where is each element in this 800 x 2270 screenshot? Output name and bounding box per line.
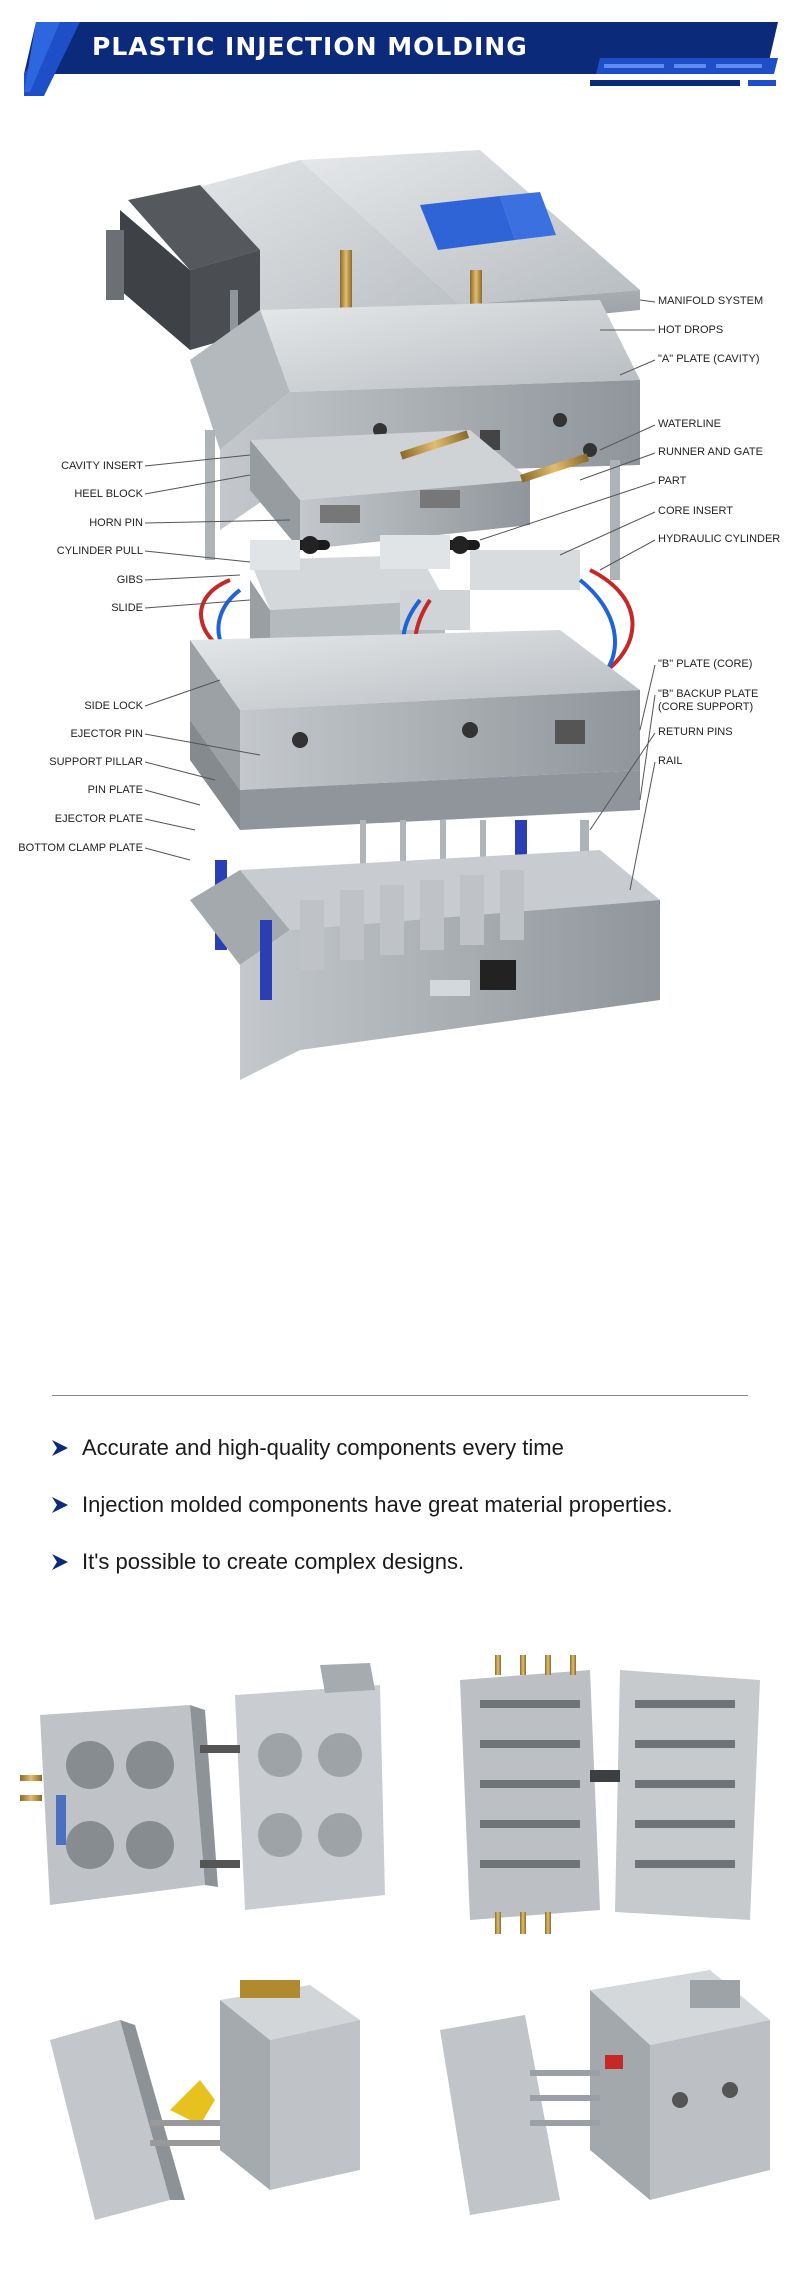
feature-list: Accurate and high-quality components eve… xyxy=(52,1435,772,1606)
page-title: PLASTIC INJECTION MOLDING xyxy=(92,32,528,61)
label-return-pins: RETURN PINS xyxy=(658,726,733,738)
label-part: PART xyxy=(658,475,687,487)
feature-item: Accurate and high-quality components eve… xyxy=(52,1435,772,1492)
label-rail: RAIL xyxy=(658,755,683,767)
label-waterline: WATERLINE xyxy=(658,418,721,430)
exploded-mold-diagram: MANIFOLD SYSTEM HOT DROPS "A" PLATE (CAV… xyxy=(0,130,800,1380)
banner-graphic xyxy=(24,22,778,96)
multi-cavity-mold-photo-icon xyxy=(460,1655,760,1934)
label-gibs: GIBS xyxy=(116,574,143,586)
label-cavity-insert: CAVITY INSERT xyxy=(61,460,143,472)
two-half-mold-photo-icon xyxy=(20,1663,385,1910)
label-cylinder-pull: CYLINDER PULL xyxy=(56,545,143,557)
label-a-plate-cavity: "A" PLATE (CAVITY) xyxy=(658,353,760,365)
label-slide: SLIDE xyxy=(111,602,143,614)
label-hot-drops: HOT DROPS xyxy=(658,324,724,336)
label-pin-plate: PIN PLATE xyxy=(87,784,143,796)
feature-text: Accurate and high-quality components eve… xyxy=(82,1435,564,1460)
open-mold-with-part-photo-icon xyxy=(50,1980,360,2220)
arrow-right-icon xyxy=(52,1554,68,1570)
label-core-support: (CORE SUPPORT) xyxy=(658,701,754,713)
photo-two-half-mold xyxy=(20,1655,390,1935)
feature-item: Injection molded components have great m… xyxy=(52,1492,772,1549)
label-core-insert: CORE INSERT xyxy=(658,505,733,517)
label-hydraulic-cylinder: HYDRAULIC CYLINDER xyxy=(658,533,781,545)
photo-slide-core-mold xyxy=(430,1950,780,2220)
label-runner-and-gate: RUNNER AND GATE xyxy=(658,446,763,458)
arrow-right-icon xyxy=(52,1440,68,1456)
label-ejector-pin: EJECTOR PIN xyxy=(70,728,143,740)
label-horn-pin: HORN PIN xyxy=(89,517,143,529)
slide-core-mold-photo-icon xyxy=(440,1970,770,2215)
label-manifold-system: MANIFOLD SYSTEM xyxy=(658,295,764,307)
label-b-plate-core: "B" PLATE (CORE) xyxy=(658,658,753,670)
photo-multi-cavity-mold xyxy=(440,1650,780,1940)
label-support-pillar: SUPPORT PILLAR xyxy=(49,756,143,768)
header-banner: PLASTIC INJECTION MOLDING xyxy=(0,0,800,100)
feature-text: It's possible to create complex designs. xyxy=(82,1549,465,1574)
photo-open-mold-with-part xyxy=(40,1960,370,2220)
label-side-lock: SIDE LOCK xyxy=(84,700,143,712)
b-plate-shape xyxy=(190,630,640,790)
arrow-right-icon xyxy=(52,1497,68,1513)
label-b-backup-plate: "B" BACKUP PLATE xyxy=(658,688,759,700)
bottom-clamp-plate-shape xyxy=(190,850,660,1080)
leader-lines xyxy=(144,299,656,891)
mold-illustration xyxy=(106,150,660,1080)
label-bottom-clamp-plate: BOTTOM CLAMP PLATE xyxy=(18,842,143,854)
cavity-insert-shape xyxy=(250,430,530,550)
label-ejector-plate: EJECTOR PLATE xyxy=(54,813,143,825)
label-heel-block: HEEL BLOCK xyxy=(74,488,143,500)
feature-text: Injection molded components have great m… xyxy=(82,1492,673,1517)
section-divider xyxy=(52,1395,748,1396)
feature-item: It's possible to create complex designs. xyxy=(52,1549,772,1606)
